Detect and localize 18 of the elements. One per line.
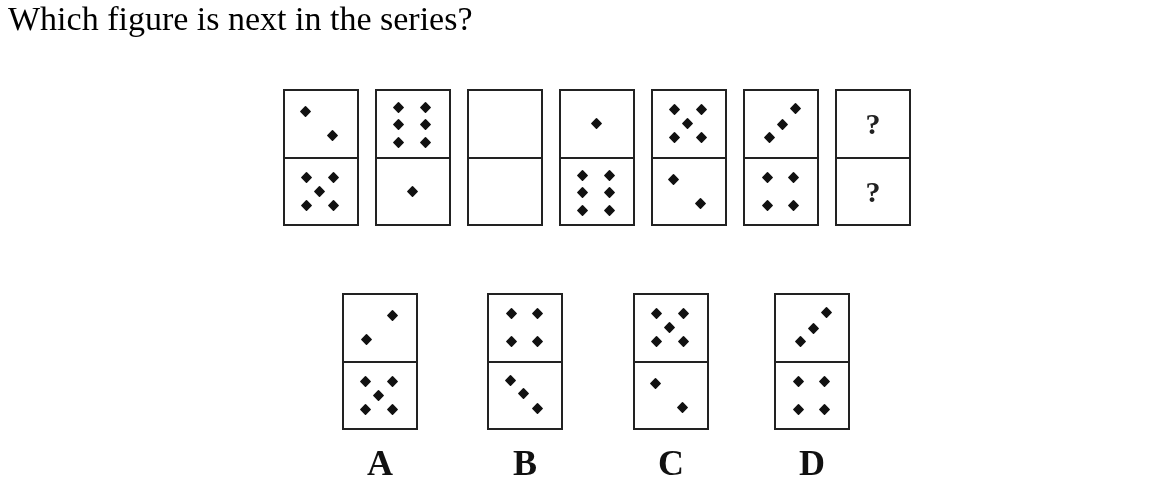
domino-tile — [467, 89, 543, 226]
domino-tile — [743, 89, 819, 226]
domino-tile — [835, 89, 911, 226]
domino-tile — [375, 89, 451, 226]
question-text: Which figure is next in the series? — [8, 0, 473, 38]
domino-tile — [774, 293, 850, 430]
option-label: C — [658, 443, 684, 483]
question-mark: ? — [865, 174, 881, 208]
domino-tile — [487, 293, 563, 430]
domino-tile — [559, 89, 635, 226]
domino-tile — [283, 89, 359, 226]
option-label: D — [799, 443, 825, 483]
domino-tile — [633, 293, 709, 430]
option-label: A — [367, 443, 393, 483]
domino-tile — [651, 89, 727, 226]
option-label: B — [513, 443, 537, 483]
question-mark: ? — [865, 107, 881, 140]
domino-tile — [342, 293, 418, 430]
